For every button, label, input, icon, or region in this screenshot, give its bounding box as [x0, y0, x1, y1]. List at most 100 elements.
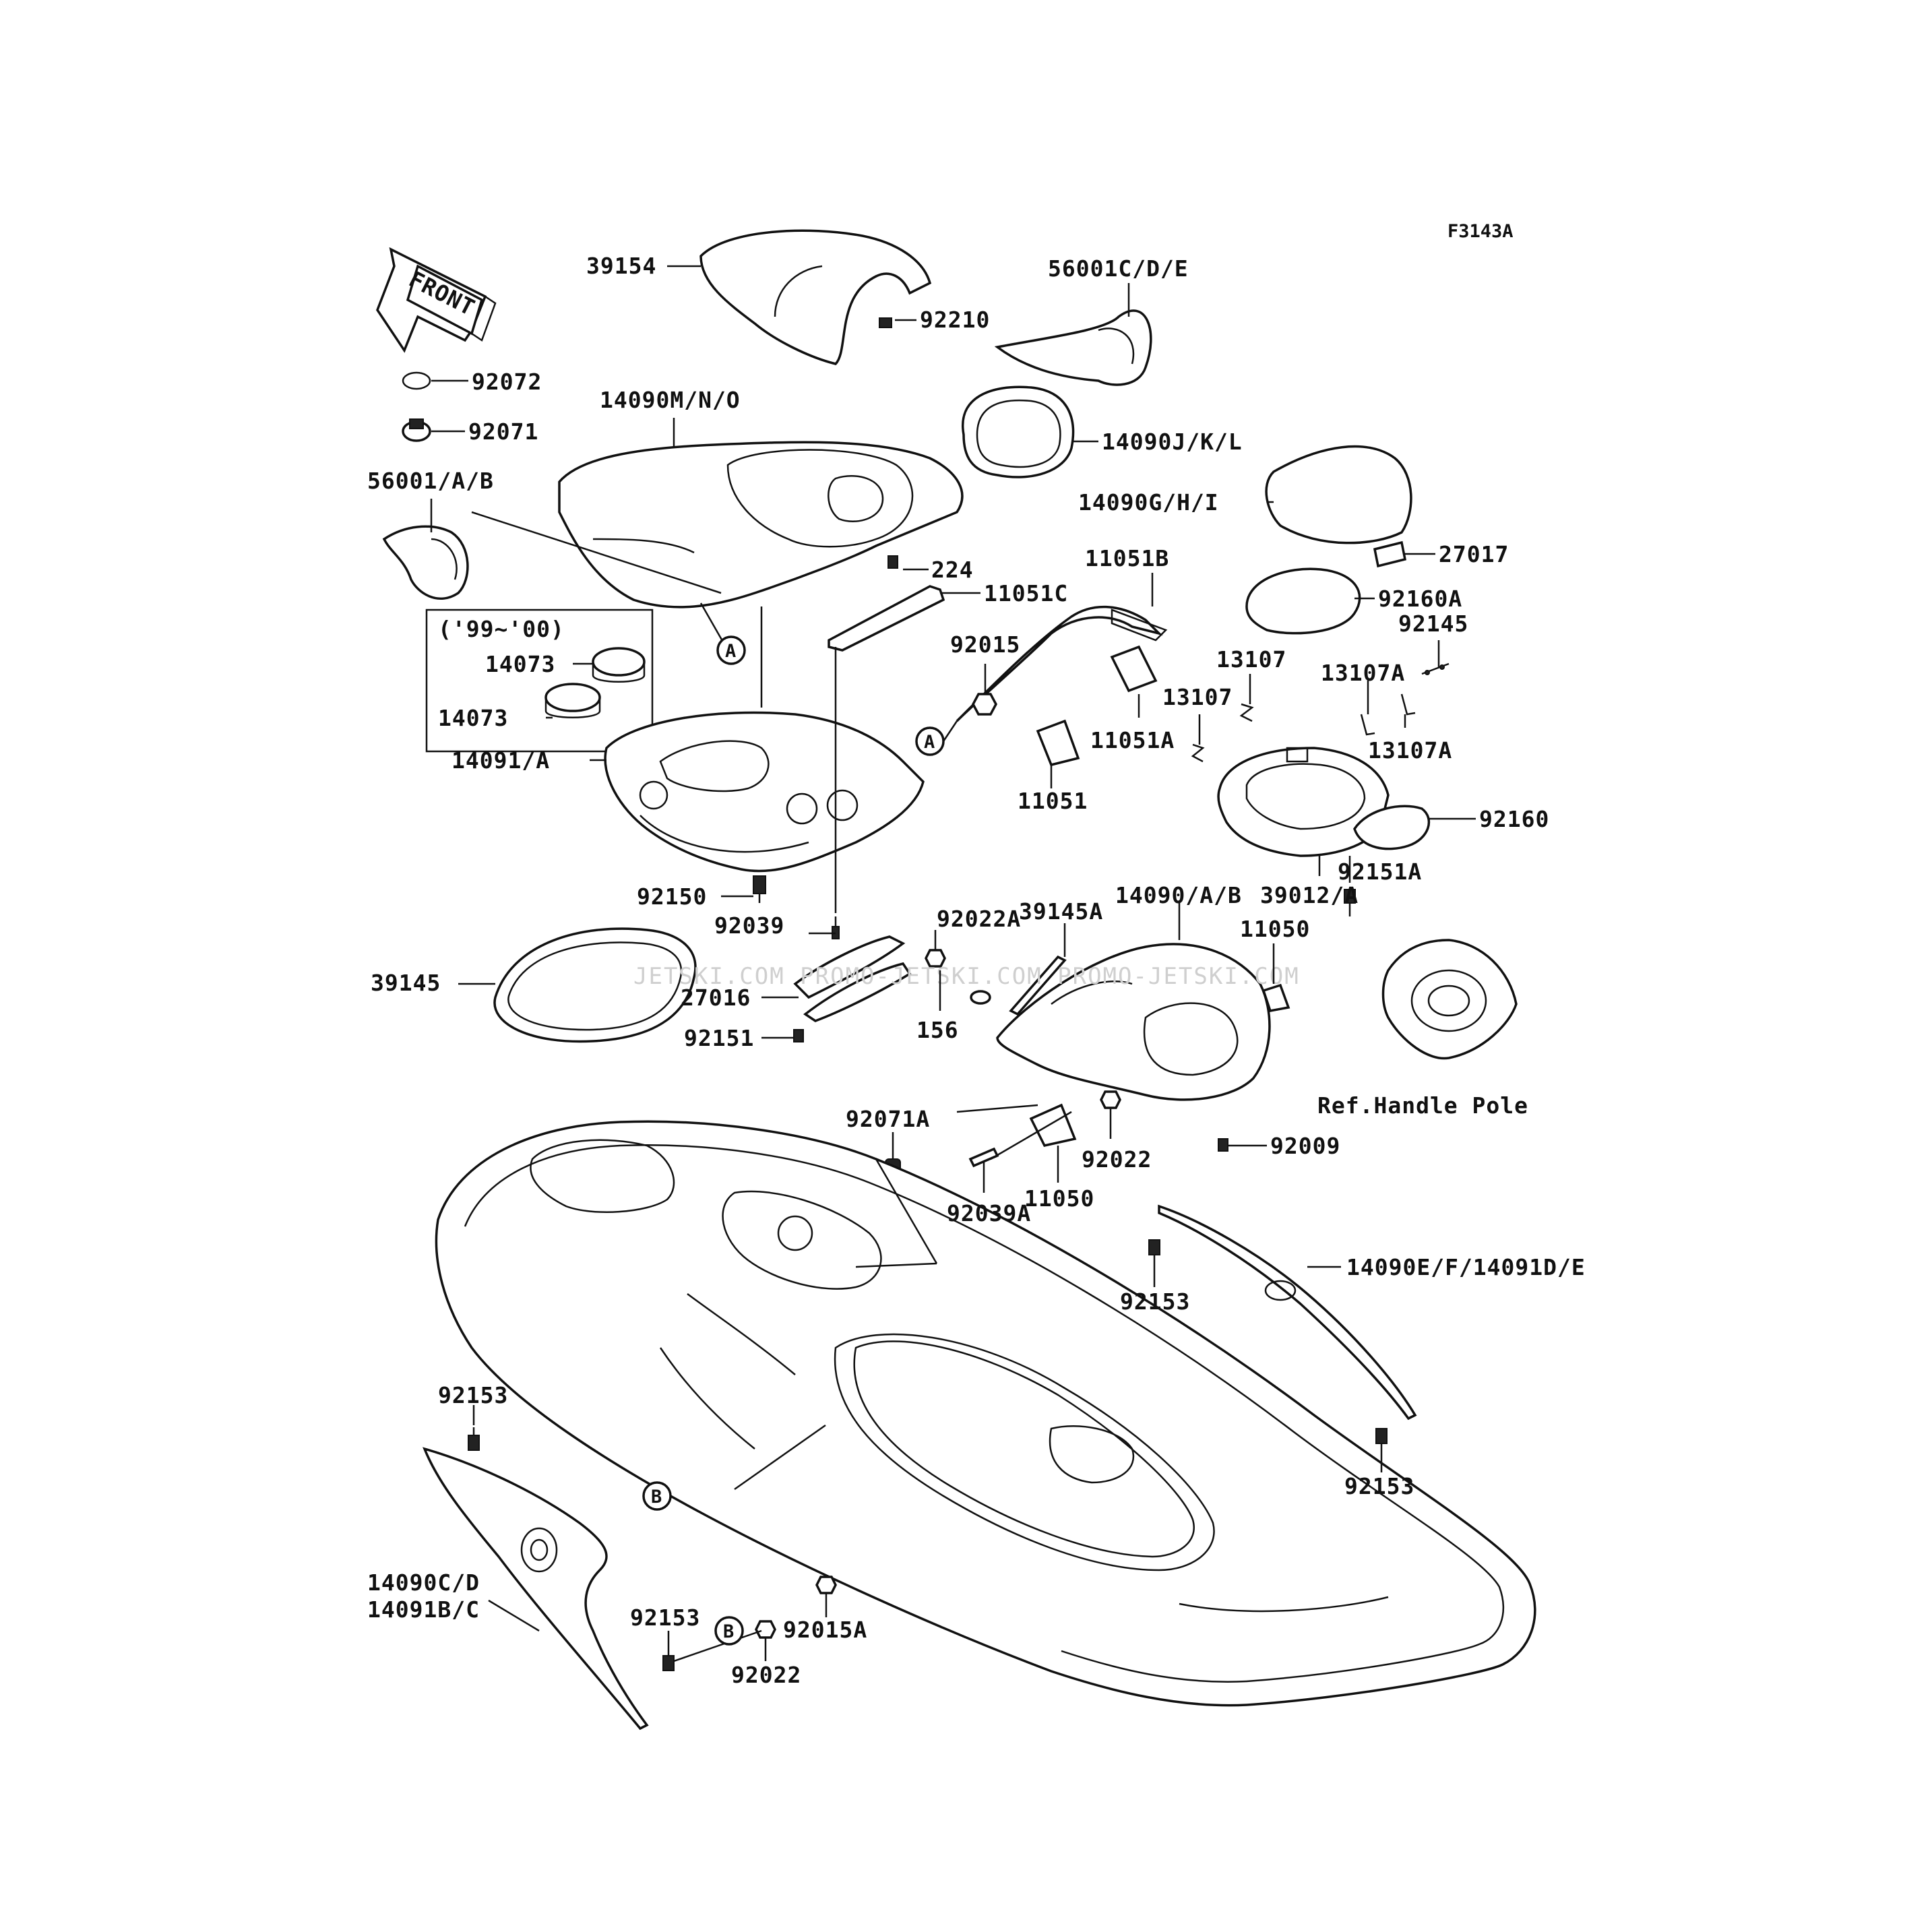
years-box: ('99~'00) [425, 609, 654, 753]
callout-a-top: A [716, 635, 746, 665]
ring-14073-b [544, 683, 601, 718]
nut-92015a-icon [815, 1576, 837, 1594]
bolt-92153-a-icon [1148, 1239, 1160, 1267]
clip-92071-icon [402, 418, 431, 442]
stud-92039-icon [832, 916, 840, 939]
lid-92160 [1353, 805, 1430, 850]
label-14090ghi: 14090G/H/I [1078, 489, 1219, 516]
side-panel-left [423, 1447, 649, 1731]
label-13107-b: 13107 [1162, 684, 1233, 710]
label-92071a: 92071A [846, 1106, 930, 1132]
deck-body [435, 1120, 1536, 1707]
label-92145: 92145 [1398, 611, 1468, 637]
mirror-56001ab [382, 525, 469, 600]
nut-92022-icon [1100, 1090, 1121, 1109]
label-39145a: 39145A [1019, 898, 1103, 925]
label-11050-a: 11050 [1240, 916, 1310, 942]
label-11051b: 11051B [1085, 545, 1169, 571]
clip-13107-a-icon [1239, 703, 1254, 722]
bracket-11051a [1110, 645, 1158, 693]
clip-13107a-b-icon [1400, 693, 1416, 716]
bracket-11050-b [1029, 1103, 1077, 1148]
callout-a-mid-label: A [924, 732, 935, 753]
storage-tray-14091a [604, 711, 925, 873]
label-92015: 92015 [950, 631, 1020, 658]
label-27016: 27016 [681, 985, 751, 1011]
label-92022: 92022 [1082, 1146, 1152, 1173]
label-14090ef-14091de: 14090E/F/14091D/E [1346, 1254, 1586, 1280]
callout-b-bottom-label: B [723, 1621, 734, 1642]
bracket-11051c [828, 585, 945, 652]
nut-92022-b-icon [755, 1620, 776, 1639]
front-arrow-icon: FRONT [376, 247, 497, 353]
label-11051c: 11051C [984, 580, 1068, 606]
label-56001cde: 56001C/D/E [1048, 255, 1189, 282]
clip-13107a-a-icon [1360, 714, 1375, 736]
seat-cap-56001cde [994, 309, 1152, 386]
bolt-224-icon [887, 555, 898, 569]
label-27017: 27017 [1439, 541, 1509, 567]
bolt-92150-icon [753, 875, 766, 903]
bolt-92151a-icon [1344, 889, 1356, 916]
label-14090cd: 14090C/D [367, 1569, 480, 1596]
bolt-92153-d-icon [662, 1655, 675, 1671]
bolt-92151-icon [793, 1029, 804, 1042]
label-14091a: 14091/A [451, 747, 550, 774]
label-92022a: 92022A [937, 906, 1021, 932]
pad-92160a [1245, 567, 1361, 635]
bracket-27016 [793, 935, 912, 1022]
label-13107a-a: 13107A [1321, 660, 1405, 686]
label-92015a: 92015A [783, 1617, 867, 1643]
stay-11051b [956, 605, 1168, 722]
label-14091bc: 14091B/C [367, 1596, 480, 1623]
label-11050-b: 11050 [1024, 1185, 1094, 1212]
label-14090ab: 14090/A/B [1115, 882, 1242, 908]
side-panel-right [1158, 1204, 1417, 1421]
label-92153-c: 92153 [438, 1382, 508, 1408]
label-11051a: 11051A [1090, 727, 1175, 753]
callout-a-top-label: A [725, 641, 736, 662]
handle-pole-cover [1381, 939, 1518, 1060]
label-39145: 39145 [371, 970, 441, 996]
bracket-11051 [1036, 719, 1080, 767]
cover-14090jkl [962, 385, 1075, 478]
label-13107-a: 13107 [1216, 646, 1286, 673]
ref-handle-pole-label: Ref.Handle Pole [1317, 1092, 1528, 1119]
seat-cowl-39154 [699, 229, 932, 365]
rear-cover-14090mno [558, 441, 964, 609]
callout-b-deck-label: B [651, 1487, 662, 1507]
label-92150: 92150 [637, 883, 707, 910]
label-92039: 92039 [714, 912, 784, 939]
hood-14090ab [996, 943, 1271, 1101]
nut-92015-icon [972, 693, 997, 716]
bolt-92153-c-icon [468, 1427, 480, 1451]
label-92160a: 92160A [1378, 586, 1462, 612]
clip-92072-icon [402, 371, 431, 390]
label-156: 156 [916, 1017, 959, 1043]
clip-13107-b-icon [1191, 743, 1205, 763]
label-39154: 39154 [586, 253, 656, 279]
clip-92145-icon [1421, 662, 1450, 675]
callout-b-deck: B [642, 1481, 672, 1511]
label-92022-b: 92022 [731, 1662, 801, 1688]
label-92039a: 92039A [947, 1200, 1031, 1226]
tag-27017 [1373, 540, 1407, 568]
pad-14090ghi [1265, 445, 1412, 544]
label-92072: 92072 [472, 369, 542, 395]
washer-156-icon [970, 990, 991, 1005]
bolt-92210-icon [879, 317, 892, 328]
callout-a-mid: A [915, 726, 945, 756]
label-92153-b: 92153 [1344, 1473, 1414, 1499]
label-14073-a: 14073 [485, 651, 555, 677]
leader-lines [430, 265, 1476, 1662]
label-92210: 92210 [920, 307, 990, 333]
label-92153-d: 92153 [630, 1604, 700, 1631]
bolt-92009-icon [1218, 1138, 1228, 1152]
label-92009: 92009 [1270, 1133, 1340, 1159]
watermark: JETSKI.COM PROMO-JETSKI.COM PROMO-JETSKI… [633, 963, 1300, 990]
bolt-92153-b-icon [1375, 1428, 1388, 1456]
label-92153-a: 92153 [1120, 1288, 1190, 1315]
callout-b-bottom: B [714, 1616, 744, 1646]
strip-39145a [1009, 955, 1067, 1016]
